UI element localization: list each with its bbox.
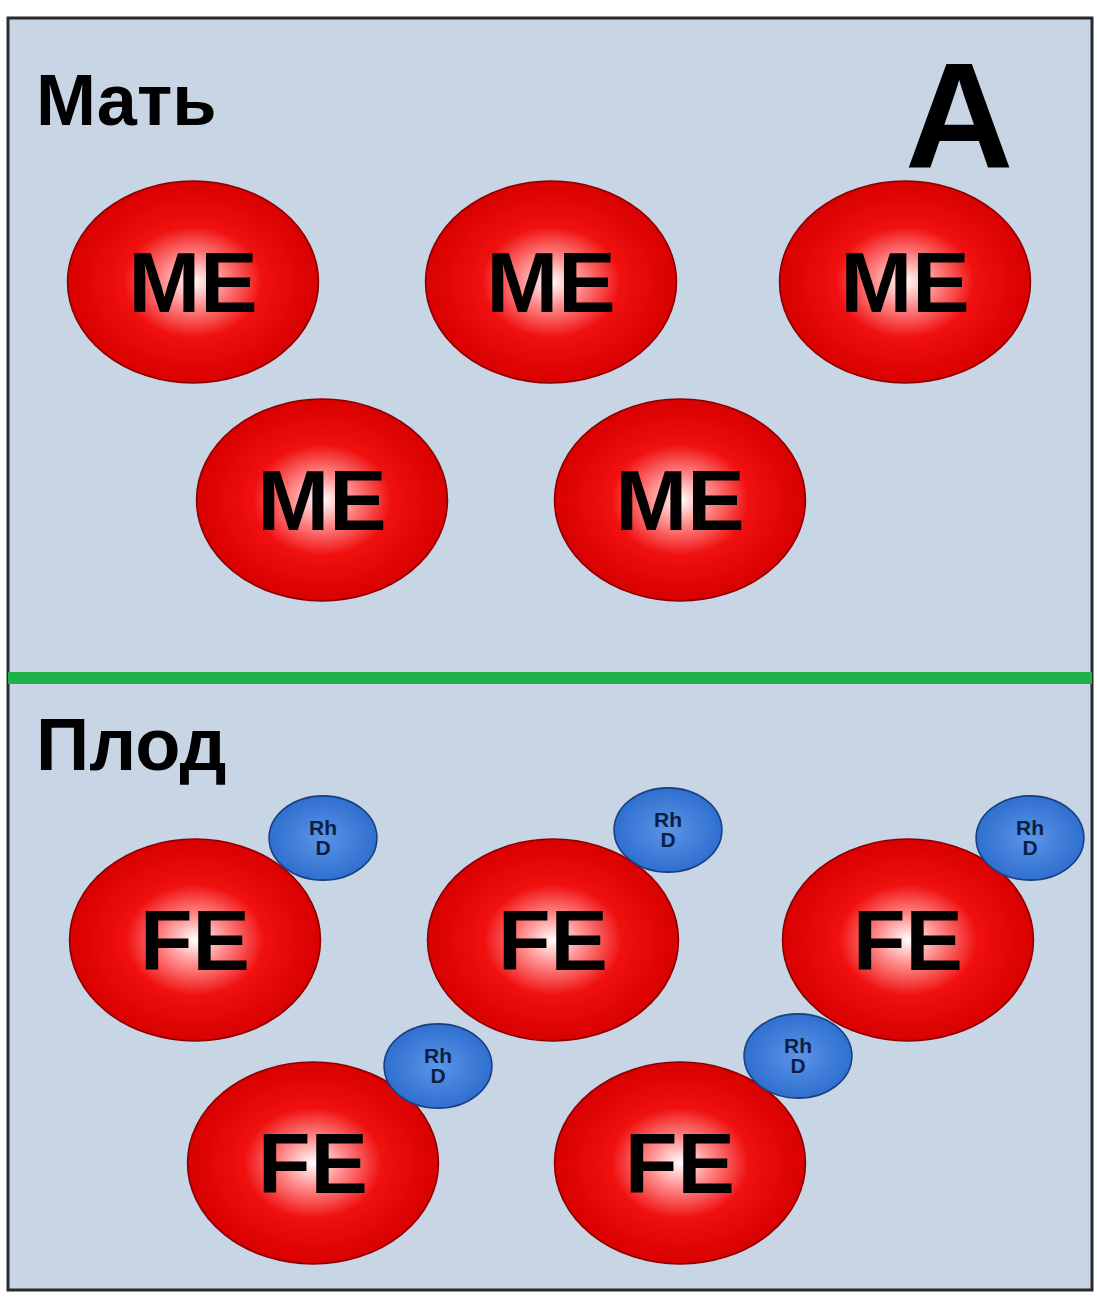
cell-label: FE	[625, 1120, 735, 1206]
rh-antigen: Rh D	[383, 1023, 493, 1109]
rh-antigen: Rh D	[743, 1013, 853, 1099]
red-blood-cell: ME	[65, 179, 321, 385]
ellipse	[780, 181, 1031, 383]
panel-letter: A	[905, 40, 1013, 190]
ellipse	[384, 1024, 492, 1108]
cell-label: ME	[258, 457, 387, 543]
ellipse	[428, 839, 679, 1041]
ellipse	[426, 181, 677, 383]
antigen-label: Rh D	[1013, 818, 1047, 858]
ellipse	[68, 181, 319, 383]
panel	[8, 18, 1092, 1290]
cell-label: ME	[616, 457, 745, 543]
red-blood-cell: ME	[777, 179, 1033, 385]
ellipse	[555, 399, 806, 601]
cell-label: FE	[140, 897, 250, 983]
red-blood-cell: ME	[194, 397, 450, 603]
ellipse	[70, 839, 321, 1041]
antigen-label: Rh D	[306, 818, 340, 858]
cell-label: FE	[498, 897, 608, 983]
rh-antigen: Rh D	[975, 795, 1085, 881]
antigen-label: Rh D	[781, 1036, 815, 1076]
cell-label: FE	[258, 1120, 368, 1206]
cell-label: FE	[853, 897, 963, 983]
cell-label: ME	[841, 239, 970, 325]
rh-antigen: Rh D	[613, 787, 723, 873]
ellipse	[555, 1062, 806, 1264]
ellipse	[197, 399, 448, 601]
rh-antigen: Rh D	[268, 795, 378, 881]
antigen-label: Rh D	[651, 810, 685, 850]
ellipse	[976, 796, 1084, 880]
red-blood-cell: ME	[552, 397, 808, 603]
cell-label: ME	[487, 239, 616, 325]
section-label: Мать	[36, 64, 216, 136]
ellipse	[744, 1014, 852, 1098]
section-label: Плод	[36, 708, 226, 782]
cell-label: ME	[129, 239, 258, 325]
divider-line	[8, 672, 1092, 684]
ellipse	[614, 788, 722, 872]
red-blood-cell: ME	[423, 179, 679, 385]
antigen-label: Rh D	[421, 1046, 455, 1086]
ellipse	[269, 796, 377, 880]
